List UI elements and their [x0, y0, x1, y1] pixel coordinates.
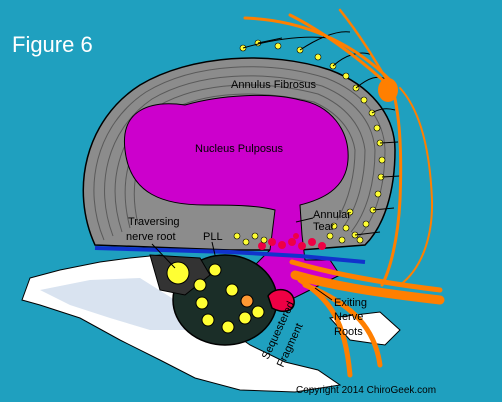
- annular-tear-label-1: Annular: [313, 209, 351, 221]
- copyright-text: Copyright 2014 ChiroGeek.com: [296, 385, 436, 396]
- annulus-ring-3: [114, 84, 366, 233]
- annulus-fibrosus-label: Annulus Fibrosus: [231, 79, 316, 91]
- nerve-ending-dots: [233, 39, 386, 246]
- lower-nerve-branch: [289, 259, 443, 293]
- nucleus-pulposus-label: Nucleus Pulposus: [195, 143, 284, 155]
- vertebra-bone-shading: [40, 278, 200, 330]
- exiting-label-3: Roots: [334, 326, 363, 338]
- exiting-label-2: Nerve: [334, 311, 363, 323]
- sequestered-fragment: [267, 288, 295, 313]
- traversing-nerve-root: [166, 261, 190, 285]
- upper-nerve-branch-2: [338, 8, 390, 84]
- annular-tear-label-2: Tear: [313, 221, 335, 233]
- annulus-ring-2: [104, 75, 376, 237]
- orange-root-in-canal: [240, 294, 254, 308]
- ventral-nerve-branch: [399, 87, 434, 286]
- annular-tear: [258, 233, 326, 250]
- annulus-ring-1: [93, 66, 386, 241]
- nucleus-pulposus: [123, 94, 349, 301]
- traversing-pointer: [151, 243, 176, 269]
- pll-label: PLL: [203, 231, 223, 243]
- pll-ligament: [94, 246, 366, 264]
- cauda-equina-roots: [193, 263, 265, 334]
- traversing-label-2: nerve root: [126, 231, 176, 243]
- exiting-pointer: [314, 287, 333, 301]
- traversing-label-1: Traversing: [128, 216, 180, 228]
- dorsal-root-ganglion: [378, 78, 398, 102]
- exiting-label-1: Exiting: [334, 297, 367, 309]
- exiting-nerve-root: [290, 270, 445, 305]
- annular-tear-pointer: [295, 217, 314, 223]
- pll-pointer: [211, 241, 216, 256]
- figure-title: Figure 6: [12, 32, 93, 57]
- upper-nerve-branch: [288, 13, 387, 84]
- sinuvertebral-nerve: [243, 16, 403, 287]
